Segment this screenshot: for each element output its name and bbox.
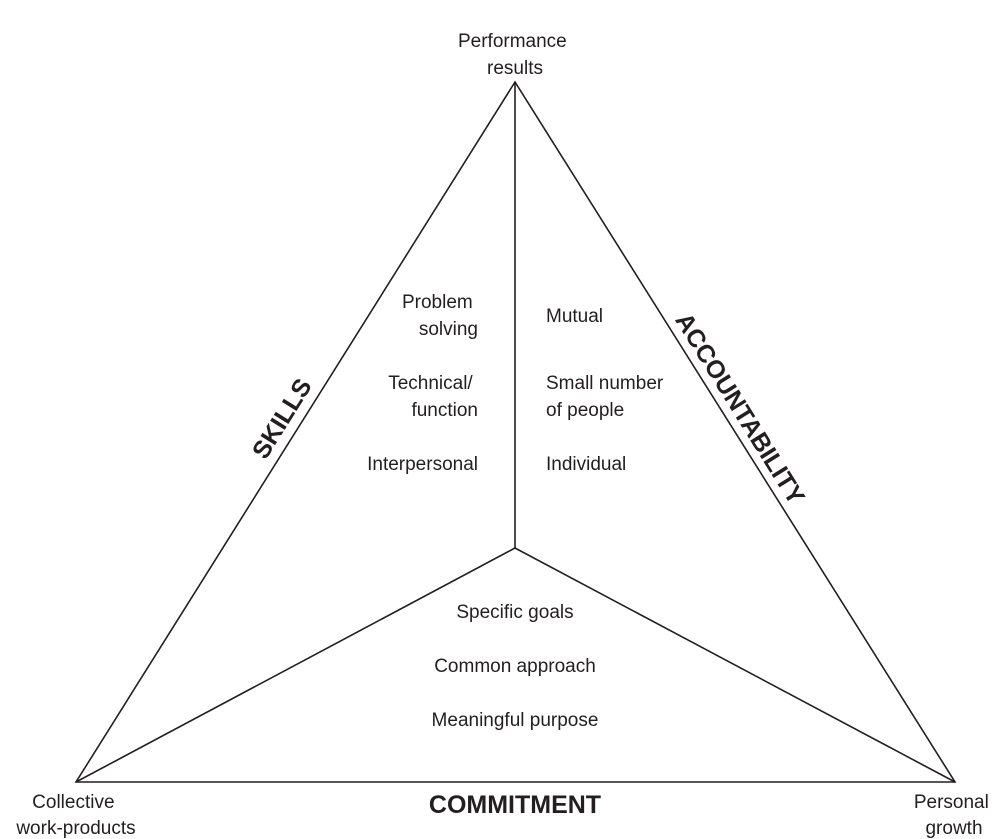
side-title-skills: SKILLS xyxy=(247,374,318,464)
divider-left xyxy=(75,547,516,783)
skills-item-line: Technical/ xyxy=(388,373,473,394)
skills-item: Problem solving xyxy=(402,292,478,340)
vertex-top-line-1: Performance xyxy=(458,31,567,52)
commitment-items: Specific goals Common approach Meaningfu… xyxy=(432,602,599,731)
vertex-bottom-left-line-1: Collective xyxy=(32,792,114,813)
vertex-bottom-left-label: Collective work-products xyxy=(15,792,135,839)
vertex-bottom-right-line-2: growth xyxy=(925,818,982,839)
skills-item-line: Problem xyxy=(402,292,473,313)
vertex-top-line-2: results xyxy=(487,58,543,79)
triangle-outline xyxy=(74,80,957,783)
accountability-item-line: Small number xyxy=(546,373,664,394)
side-title-commitment: COMMITMENT xyxy=(429,791,601,819)
side-title-accountability: ACCOUNTABILITY xyxy=(670,308,811,510)
vertex-bottom-right-line-1: Personal xyxy=(914,792,989,813)
accountability-item-line: Mutual xyxy=(546,306,603,327)
accountability-item: Mutual xyxy=(546,306,603,327)
accountability-items: Mutual Small number of people Individual xyxy=(546,306,669,475)
skills-item-line: Interpersonal xyxy=(367,454,478,475)
commitment-item: Specific goals xyxy=(456,602,573,623)
accountability-item: Individual xyxy=(546,454,626,475)
triangle-lines xyxy=(74,80,957,783)
accountability-item-line: of people xyxy=(546,400,624,421)
vertex-bottom-left-line-2: work-products xyxy=(15,818,135,839)
skills-item: Interpersonal xyxy=(367,454,478,475)
accountability-item-line: Individual xyxy=(546,454,626,475)
vertex-bottom-right-label: Personal growth xyxy=(914,792,994,839)
skills-item-line: solving xyxy=(419,319,478,340)
skills-item-line: function xyxy=(411,400,478,421)
commitment-item: Common approach xyxy=(434,656,596,677)
accountability-item: Small number of people xyxy=(546,373,669,421)
divider-right xyxy=(514,547,956,783)
commitment-item: Meaningful purpose xyxy=(432,710,599,731)
vertex-top-label: Performance results xyxy=(458,31,572,79)
skills-item: Technical/ function xyxy=(388,373,478,421)
skills-items: Problem solving Technical/ function Inte… xyxy=(367,292,478,475)
